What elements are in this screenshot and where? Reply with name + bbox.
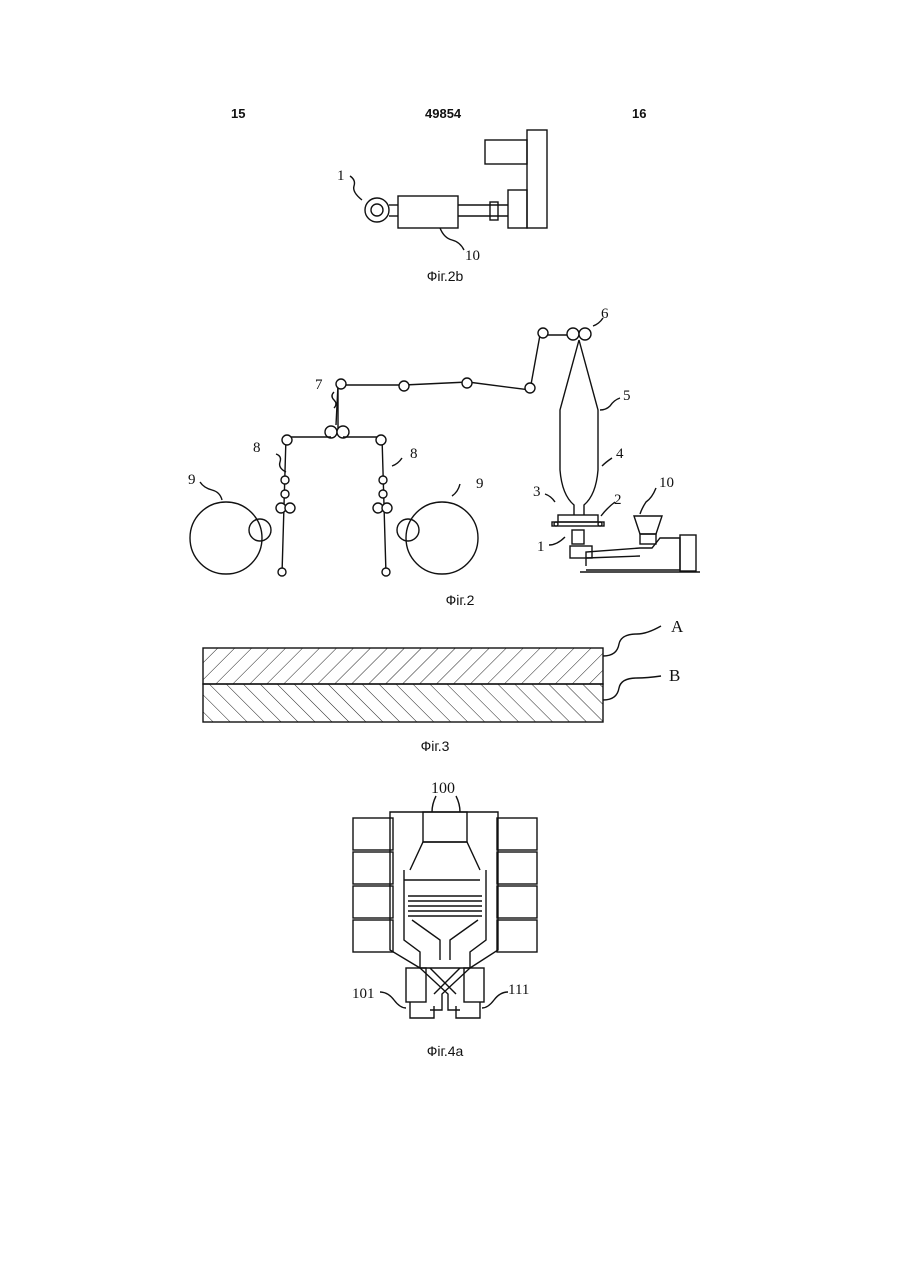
fig2-label-1: 1 xyxy=(537,539,545,555)
fig4a-label-100: 100 xyxy=(431,780,455,797)
figure-4a: 100 101 111 xyxy=(352,780,537,1018)
fig2-label-6: 6 xyxy=(601,306,609,322)
fig2b-label-10: 10 xyxy=(465,248,480,264)
fig2-label-9-right: 9 xyxy=(476,476,484,492)
fig2-label-2: 2 xyxy=(614,492,622,508)
fig2-label-7: 7 xyxy=(315,377,323,393)
fig2b-label-1: 1 xyxy=(337,168,345,184)
fig2b-caption: Фіг.2b xyxy=(345,268,545,284)
fig4a-label-111: 111 xyxy=(508,982,529,998)
fig2-label-8-right: 8 xyxy=(410,446,418,462)
fig3-label-B: B xyxy=(669,666,680,685)
figure-2b: 1 10 xyxy=(337,130,547,264)
fig2-caption: Фіг.2 xyxy=(360,592,560,608)
fig2-label-4: 4 xyxy=(616,446,624,462)
fig2-label-9-left: 9 xyxy=(188,472,196,488)
fig4a-caption: Фіг.4a xyxy=(345,1043,545,1059)
fig4a-label-101: 101 xyxy=(352,986,375,1002)
fig2-label-10: 10 xyxy=(659,475,674,491)
fig2-label-5: 5 xyxy=(623,388,631,404)
fig3-label-A: A xyxy=(671,617,684,636)
fig2-label-8-left: 8 xyxy=(253,440,261,456)
fig3-caption: Фіг.3 xyxy=(335,738,535,754)
figure-3: A B xyxy=(203,617,684,722)
figure-2: 7 8 8 9 9 6 5 4 3 2 1 10 xyxy=(188,306,700,576)
fig2-label-3: 3 xyxy=(533,484,541,500)
